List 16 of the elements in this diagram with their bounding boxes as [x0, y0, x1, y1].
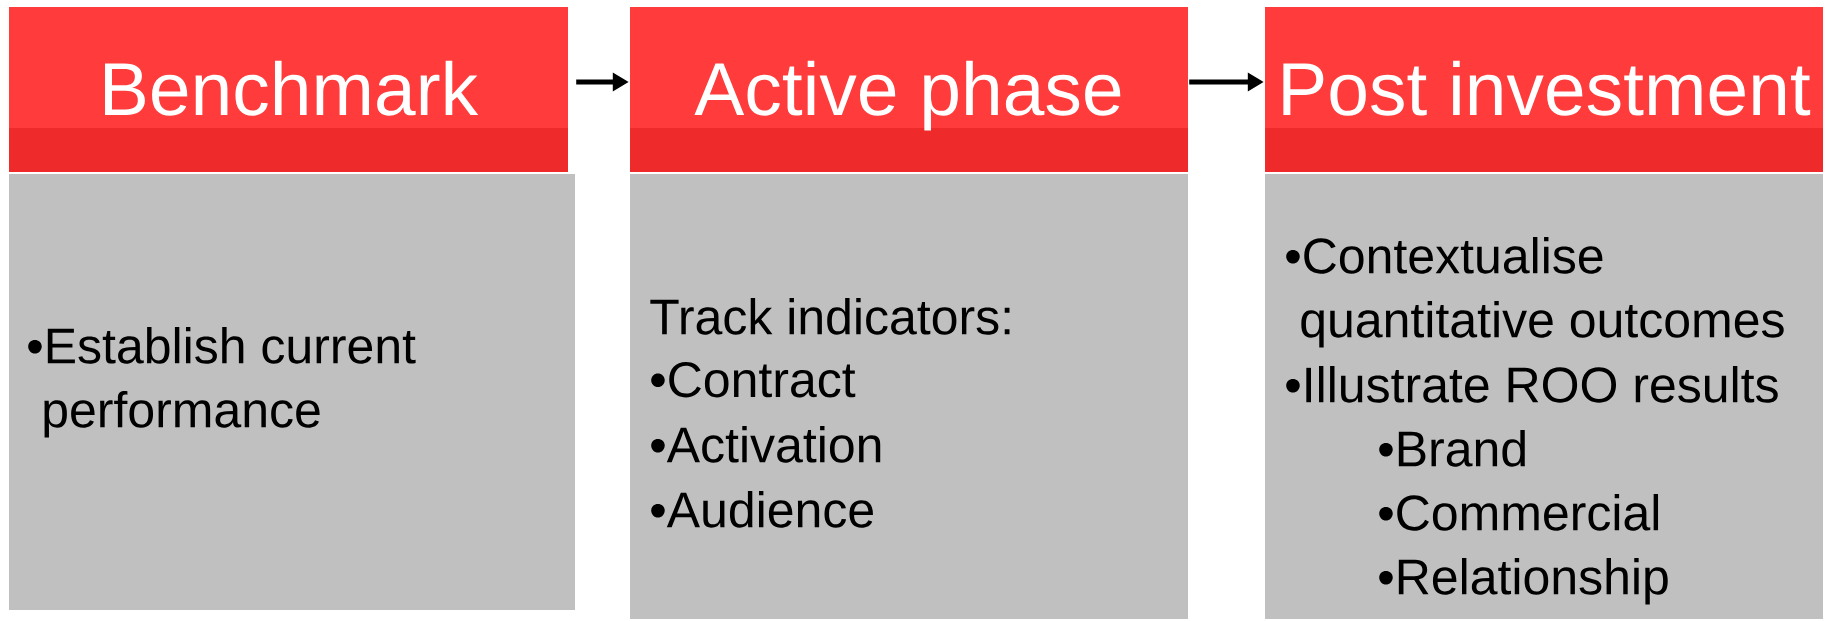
bullet-text: •Contextualise quantitative outcomes — [1286, 237, 1784, 348]
stage-card — [1265, 7, 1823, 619]
stage-heading: Active phase — [694, 60, 1121, 131]
bullet-text: •Illustrate ROO results — [1286, 366, 1778, 403]
bullet-text: •Relationship — [1379, 558, 1668, 605]
stage-heading: Benchmark — [105, 60, 479, 116]
bullet-text: •Activation — [651, 426, 881, 463]
bullet-text: •Establish current performance — [28, 327, 416, 438]
bullet-text: Track indicators: — [650, 298, 1010, 335]
bullet-text: •Contract — [651, 362, 856, 398]
bullet-text: •Brand — [1379, 430, 1525, 467]
stage-heading: Post investment — [1283, 60, 1811, 116]
bullet-text: •Commercial — [1379, 494, 1659, 531]
stage-card — [630, 7, 1188, 619]
bullet-text: •Audience — [651, 491, 873, 528]
stage-card — [9, 7, 575, 610]
